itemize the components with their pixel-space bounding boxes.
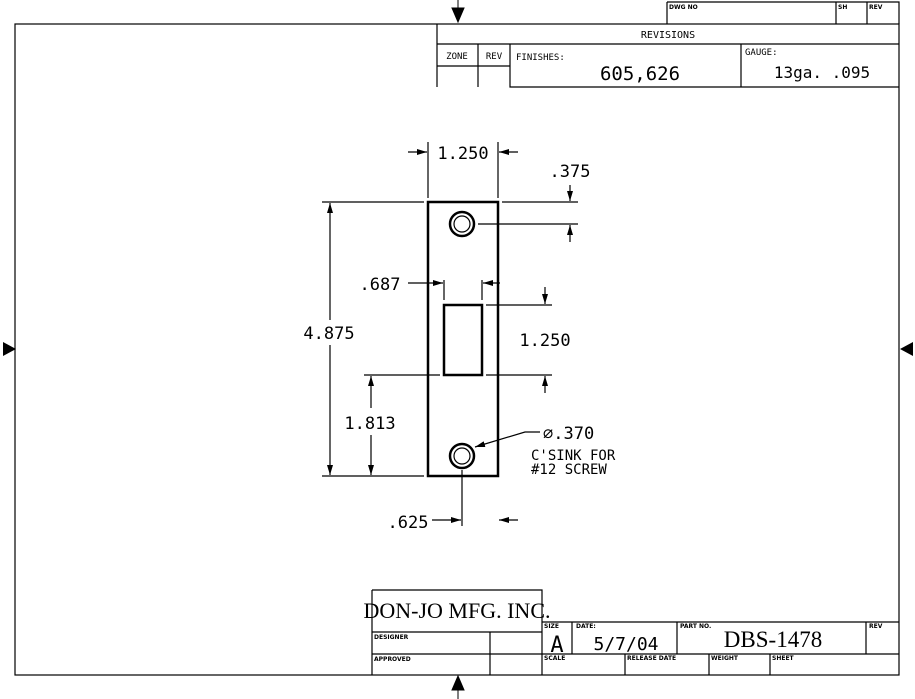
sheet-border xyxy=(14,23,900,676)
dim-hole-diameter: ∅.370 xyxy=(543,424,594,444)
bottom-center-arrow-icon xyxy=(451,674,465,699)
note-screw: #12 SCREW xyxy=(531,462,607,478)
release-date-label: RELEASE DATE xyxy=(627,655,676,662)
scale-label: SCALE xyxy=(544,655,565,662)
dim-hole-center: .625 xyxy=(388,513,429,533)
gauge-label: GAUGE: xyxy=(745,48,778,58)
date-value: 5/7/04 xyxy=(593,634,658,655)
rev-label: REV xyxy=(869,4,883,11)
dim-slot-height: 1.250 xyxy=(519,331,570,351)
gauge-value: 13ga. .095 xyxy=(774,63,870,82)
dim-overall-height: 4.875 xyxy=(303,324,354,344)
company-name: DON-JO MFG. INC. xyxy=(363,598,550,623)
dwg-number-strip: DWG NO SH REV xyxy=(666,1,900,24)
dimensions: 1.250 .375 .687 1.250 4.875 1.813 .625 ∅… xyxy=(303,142,616,533)
right-center-arrow-icon xyxy=(900,342,913,356)
strike-plate xyxy=(426,200,500,478)
designer-label: DESIGNER xyxy=(374,634,409,641)
dim-top-hole-offset: .375 xyxy=(550,162,591,182)
date-label: DATE: xyxy=(576,623,596,630)
weight-label: WEIGHT xyxy=(711,655,739,662)
dim-slot-offset: .687 xyxy=(360,275,401,295)
dim-slot-bottom: 1.813 xyxy=(344,414,395,434)
approved-label: APPROVED xyxy=(374,656,411,663)
top-screw-hole xyxy=(448,210,476,238)
dwg-no-label: DWG NO xyxy=(669,4,698,11)
left-center-arrow-icon xyxy=(3,342,16,356)
note-countersink: C'SINK FOR xyxy=(531,448,616,464)
size-value: A xyxy=(550,633,563,658)
zone-label: ZONE xyxy=(446,52,468,62)
finishes-label: FINISHES: xyxy=(516,53,565,63)
revisions-table: REVISIONS ZONE REV FINISHES: 605,626 GAU… xyxy=(436,24,899,88)
rev-block-label: REV xyxy=(869,623,883,630)
bottom-screw-hole xyxy=(448,442,476,470)
revisions-title: REVISIONS xyxy=(641,30,695,41)
title-block: DON-JO MFG. INC. DESIGNER APPROVED SIZE … xyxy=(363,589,899,675)
latch-slot xyxy=(442,303,484,377)
sheet-label: SHEET xyxy=(772,655,795,662)
part-no-value: DBS-1478 xyxy=(724,627,822,652)
finishes-value: 605,626 xyxy=(600,63,680,85)
sh-label: SH xyxy=(838,4,847,11)
rev-column-label: REV xyxy=(486,52,503,62)
size-label: SIZE xyxy=(544,623,559,630)
top-center-arrow-icon xyxy=(451,0,465,24)
dim-width: 1.250 xyxy=(437,144,488,164)
part-no-label: PART NO. xyxy=(680,623,711,630)
